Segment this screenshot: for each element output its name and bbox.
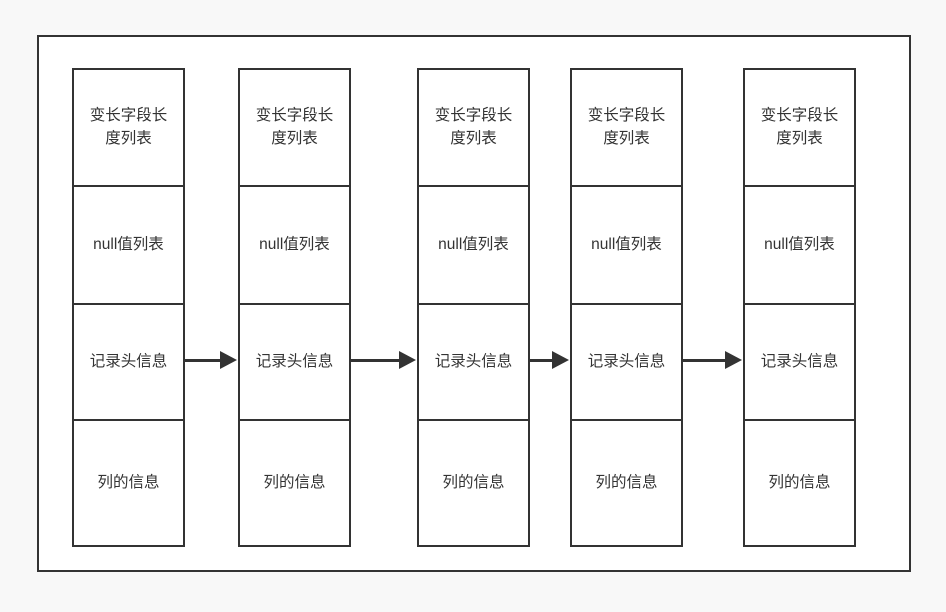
arrow-head-icon xyxy=(725,351,742,369)
cell-label: 记录头信息 xyxy=(760,352,839,370)
cell-label: 变长字段长度列表 xyxy=(434,107,513,147)
arrow-shaft xyxy=(683,359,726,362)
arrow-shaft xyxy=(530,359,553,362)
cell-label: null值列表 xyxy=(764,235,835,253)
arrow-record-4-to-5 xyxy=(683,351,743,369)
record-cell-varlen-length-list: 变长字段长度列表 xyxy=(74,70,183,188)
arrow-head-icon xyxy=(220,351,237,369)
record-cell-null-value-list: null值列表 xyxy=(240,187,349,306)
record-cell-record-header: 记录头信息 xyxy=(572,305,681,422)
cell-label: 记录头信息 xyxy=(255,352,334,370)
cell-label: 变长字段长度列表 xyxy=(89,107,168,147)
cell-label: null值列表 xyxy=(259,235,330,253)
record-cell-record-header: 记录头信息 xyxy=(419,305,528,422)
cell-label: 列的信息 xyxy=(442,473,505,491)
arrow-head-icon xyxy=(399,351,416,369)
record-cell-column-info: 列的信息 xyxy=(745,421,854,545)
record-box-3[interactable]: 变长字段长度列表 null值列表 记录头信息 列的信息 xyxy=(417,68,530,547)
record-cell-column-info: 列的信息 xyxy=(572,421,681,545)
cell-label: 记录头信息 xyxy=(587,352,666,370)
cell-label: 变长字段长度列表 xyxy=(587,107,666,147)
cell-label: null值列表 xyxy=(591,235,662,253)
record-cell-varlen-length-list: 变长字段长度列表 xyxy=(745,70,854,188)
record-cell-record-header: 记录头信息 xyxy=(74,305,183,422)
record-box-4[interactable]: 变长字段长度列表 null值列表 记录头信息 列的信息 xyxy=(570,68,683,547)
record-cell-varlen-length-list: 变长字段长度列表 xyxy=(240,70,349,188)
record-cell-column-info: 列的信息 xyxy=(419,421,528,545)
cell-label: null值列表 xyxy=(93,235,164,253)
arrow-shaft xyxy=(185,359,221,362)
cell-label: 变长字段长度列表 xyxy=(760,107,839,147)
record-cell-null-value-list: null值列表 xyxy=(572,187,681,306)
arrow-record-3-to-4 xyxy=(530,351,570,369)
record-box-5[interactable]: 变长字段长度列表 null值列表 记录头信息 列的信息 xyxy=(743,68,856,547)
cell-label: 变长字段长度列表 xyxy=(255,107,334,147)
arrow-record-2-to-3 xyxy=(351,351,417,369)
record-cell-column-info: 列的信息 xyxy=(240,421,349,545)
cell-label: 列的信息 xyxy=(595,473,658,491)
record-cell-column-info: 列的信息 xyxy=(74,421,183,545)
cell-label: 列的信息 xyxy=(97,473,160,491)
arrow-shaft xyxy=(351,359,400,362)
record-box-1[interactable]: 变长字段长度列表 null值列表 记录头信息 列的信息 xyxy=(72,68,185,547)
record-cell-record-header: 记录头信息 xyxy=(745,305,854,422)
record-cell-null-value-list: null值列表 xyxy=(74,187,183,306)
cell-label: 列的信息 xyxy=(768,473,831,491)
record-cell-null-value-list: null值列表 xyxy=(419,187,528,306)
cell-label: 记录头信息 xyxy=(89,352,168,370)
arrow-record-1-to-2 xyxy=(185,351,238,369)
record-cell-record-header: 记录头信息 xyxy=(240,305,349,422)
record-cell-null-value-list: null值列表 xyxy=(745,187,854,306)
record-box-2[interactable]: 变长字段长度列表 null值列表 记录头信息 列的信息 xyxy=(238,68,351,547)
record-cell-varlen-length-list: 变长字段长度列表 xyxy=(419,70,528,188)
arrow-head-icon xyxy=(552,351,569,369)
cell-label: null值列表 xyxy=(438,235,509,253)
record-cell-varlen-length-list: 变长字段长度列表 xyxy=(572,70,681,188)
cell-label: 记录头信息 xyxy=(434,352,513,370)
cell-label: 列的信息 xyxy=(263,473,326,491)
